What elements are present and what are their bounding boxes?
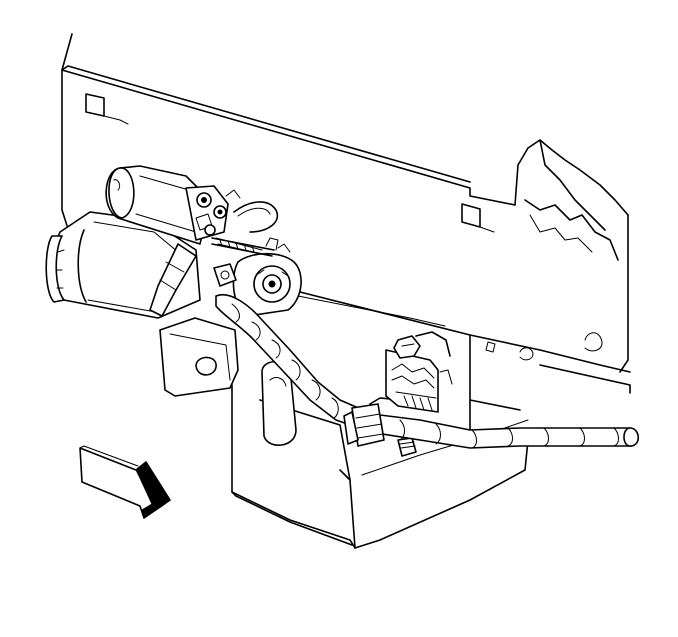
mounting-bracket	[385, 331, 453, 413]
engine-block	[61, 33, 631, 411]
direction-arrow	[79, 445, 171, 519]
starter-solenoid	[105, 165, 279, 245]
oil-pan	[231, 360, 529, 549]
starter-motor	[45, 211, 239, 397]
harness-clip	[343, 397, 421, 447]
solenoid-cable	[211, 237, 275, 257]
battery-terminal	[213, 237, 446, 327]
battery-cable	[215, 293, 640, 449]
